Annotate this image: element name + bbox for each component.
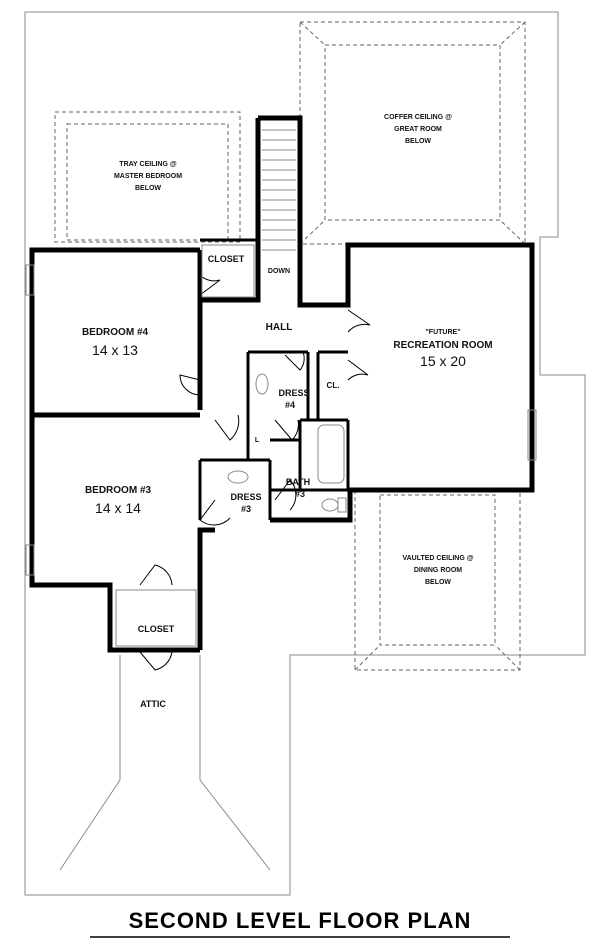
tray-ceiling-line-3: BELOW	[135, 185, 161, 192]
closet-top-label: CLOSET	[208, 254, 245, 264]
recreation-room-size: 15 x 20	[420, 353, 466, 369]
tray-ceiling-line-2: MASTER BEDROOM	[114, 173, 182, 180]
attic-label: ATTIC	[140, 699, 166, 709]
linen-label: L	[255, 437, 260, 444]
bath-3-label-1: BATH	[286, 477, 310, 487]
down-label: DOWN	[268, 268, 290, 275]
coffer-ceiling-line-2: GREAT ROOM	[394, 126, 442, 133]
closet-cl-label: CL.	[327, 381, 340, 390]
windows	[25, 264, 537, 576]
tray-ceiling-line-1: TRAY CEILING @	[119, 161, 177, 168]
tray-ceiling-outline	[54, 111, 241, 243]
bedroom-3-name: BEDROOM #3	[85, 485, 152, 496]
bedroom-4-size: 14 x 13	[92, 342, 138, 358]
recreation-room-name: RECREATION ROOM	[393, 340, 492, 351]
roof-outline	[24, 11, 586, 896]
bedroom-4-name: BEDROOM #4	[82, 327, 149, 338]
staircase	[262, 129, 296, 251]
dress-3-label-2: #3	[241, 504, 251, 514]
vaulted-ceiling-outline	[354, 489, 521, 671]
bath-3-label-2: #3	[295, 489, 305, 499]
vaulted-ceiling-line-1: VAULTED CEILING @	[402, 555, 473, 562]
coffer-ceiling-line-1: COFFER CEILING @	[384, 114, 452, 121]
coffer-ceiling-line-3: BELOW	[405, 138, 431, 145]
plan-title: SECOND LEVEL FLOOR PLAN	[129, 908, 472, 933]
vaulted-ceiling-line-2: DINING ROOM	[414, 567, 462, 574]
exterior-walls	[29, 115, 535, 653]
recreation-room-tag: "FUTURE"	[425, 329, 460, 336]
door-swings	[139, 274, 371, 671]
dress-4-label-1: DRESS	[278, 388, 309, 398]
bedroom-3-size: 14 x 14	[95, 500, 141, 516]
interior-walls	[198, 238, 350, 520]
dress-3-label-1: DRESS	[230, 492, 261, 502]
hall-label: HALL	[266, 322, 293, 333]
dress-4-label-2: #4	[285, 400, 295, 410]
coffer-ceiling-outline	[299, 21, 526, 245]
vaulted-ceiling-line-3: BELOW	[425, 579, 451, 586]
closet-bottom-label: CLOSET	[138, 624, 175, 634]
fixtures	[115, 244, 347, 647]
